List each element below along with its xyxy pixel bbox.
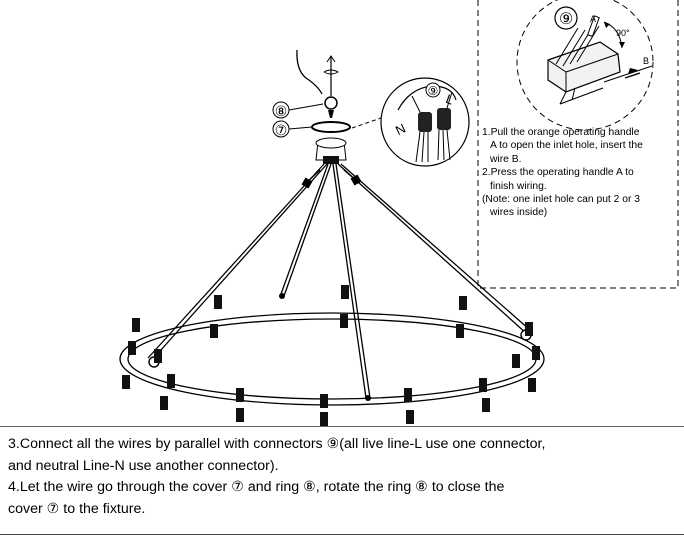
candle-sockets [122,285,540,426]
note-step1-line1: 1.Pull the orange operating handle [482,127,640,138]
note-line2: wires inside) [490,207,548,219]
note-step1-line3: wire B. [490,153,522,165]
bottom-rule [0,534,684,535]
note-line1: (Note: one inlet hole can put 2 or 3 [482,194,640,206]
instructions-text: 3.Connect all the wires by parallel with… [8,434,672,520]
suspension-chains [147,163,531,399]
live-label: L [444,91,456,108]
step3-line2: and neutral Line-N use another connector… [8,457,279,474]
section-divider [0,426,684,427]
connector-number-label: ⑨ [559,9,573,28]
note-step2-line2: finish wiring. [490,180,547,192]
note-step2-line1: 2.Press the operating handle A to [482,167,634,179]
angle-label: 90° [616,28,630,38]
ceiling-hardware [296,49,351,164]
wiring-note: 1.Pull the orange operating handle A to … [482,126,678,220]
wire-bundle-icon [397,85,457,163]
note-step1-line2: A to open the inlet hole, insert the [490,140,643,152]
step4-line1: 4.Let the wire go through the cover ⑦ an… [8,479,505,495]
ring-hooks [148,329,532,368]
wire-b-label: B [643,56,649,66]
detail-leader-line [351,117,382,129]
circle-connector-number: ⑨ [428,84,439,98]
step3-line1: 3.Connect all the wires by parallel with… [8,436,546,452]
step4-line2: cover ⑦ to the fixture. [8,500,146,517]
ring-number-label: ⑧ [275,104,288,120]
cover-number-label: ⑦ [275,123,288,139]
wago-connector-icon [547,15,653,105]
note-box-border [477,0,679,289]
handle-a-label: A [590,14,596,24]
